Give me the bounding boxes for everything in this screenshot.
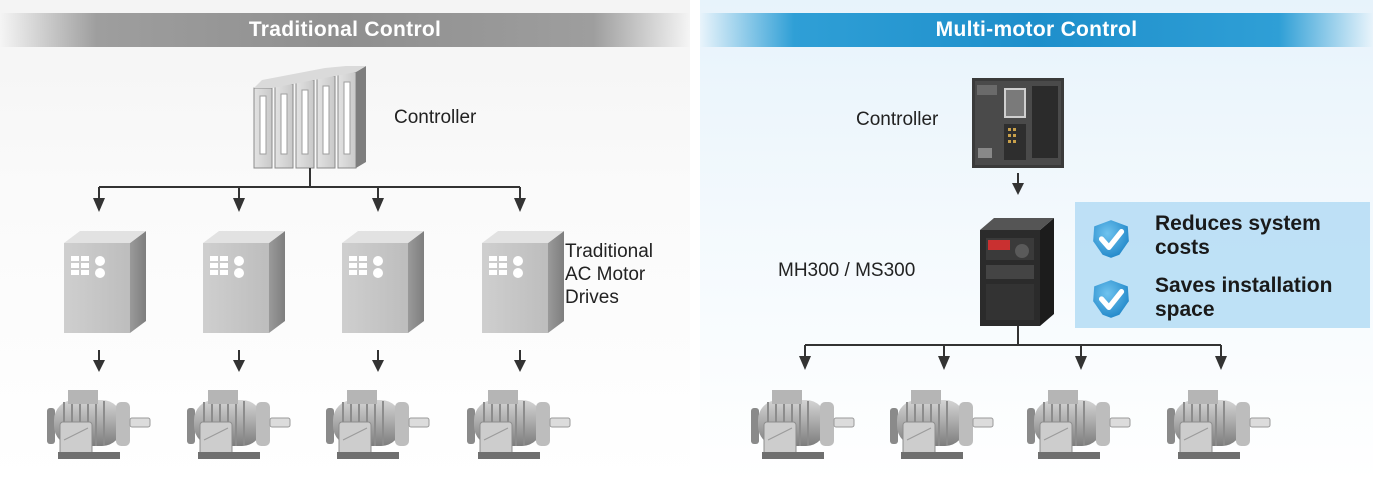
benefit-saves-space: Saves installation space bbox=[1155, 274, 1333, 321]
ac-drive-icon bbox=[64, 231, 146, 333]
motor-icon bbox=[325, 389, 430, 460]
ac-drive-icon bbox=[482, 231, 564, 333]
arrow-down-icon bbox=[371, 350, 385, 372]
controller-rack-icon bbox=[253, 66, 366, 169]
motor-icon bbox=[1166, 389, 1271, 460]
traditional-drives bbox=[64, 231, 564, 333]
arrow-down-icon bbox=[799, 356, 1227, 370]
mh300-drive-icon bbox=[980, 218, 1054, 326]
arrow-down-icon bbox=[513, 350, 527, 372]
motor-icon bbox=[889, 389, 994, 460]
multi-motor-motors bbox=[750, 389, 1271, 460]
motor-icon bbox=[1026, 389, 1131, 460]
motor-icon bbox=[186, 389, 291, 460]
arrow-down-icon bbox=[93, 198, 526, 212]
motor-icon bbox=[466, 389, 571, 460]
checkmark-badge-icon bbox=[1093, 280, 1129, 318]
traditional-drives-label: Traditional AC Motor Drives bbox=[565, 241, 654, 308]
traditional-distribution-lines bbox=[98, 168, 521, 200]
multi-motor-control-header: Multi-motor Control bbox=[700, 13, 1373, 47]
arrow-down-icon bbox=[92, 350, 106, 372]
checkmark-badge-icon bbox=[1093, 220, 1129, 258]
motor-icon bbox=[750, 389, 855, 460]
multi-motor-distribution-lines bbox=[804, 326, 1222, 358]
drive-model-label: MH300 / MS300 bbox=[778, 260, 916, 281]
traditional-control-header: Traditional Control bbox=[0, 13, 690, 47]
multi-motor-controller-label: Controller bbox=[856, 109, 939, 130]
traditional-controller-label: Controller bbox=[394, 107, 477, 128]
traditional-motor-arrows bbox=[92, 350, 527, 372]
arrow-down-icon bbox=[232, 350, 246, 372]
plc-controller-icon bbox=[972, 78, 1064, 168]
ac-drive-icon bbox=[203, 231, 285, 333]
arrow-down-icon bbox=[1011, 172, 1025, 196]
benefit-reduces-costs: Reduces system costs bbox=[1155, 212, 1321, 259]
traditional-motors bbox=[46, 389, 571, 460]
motor-icon bbox=[46, 389, 151, 460]
ac-drive-icon bbox=[342, 231, 424, 333]
